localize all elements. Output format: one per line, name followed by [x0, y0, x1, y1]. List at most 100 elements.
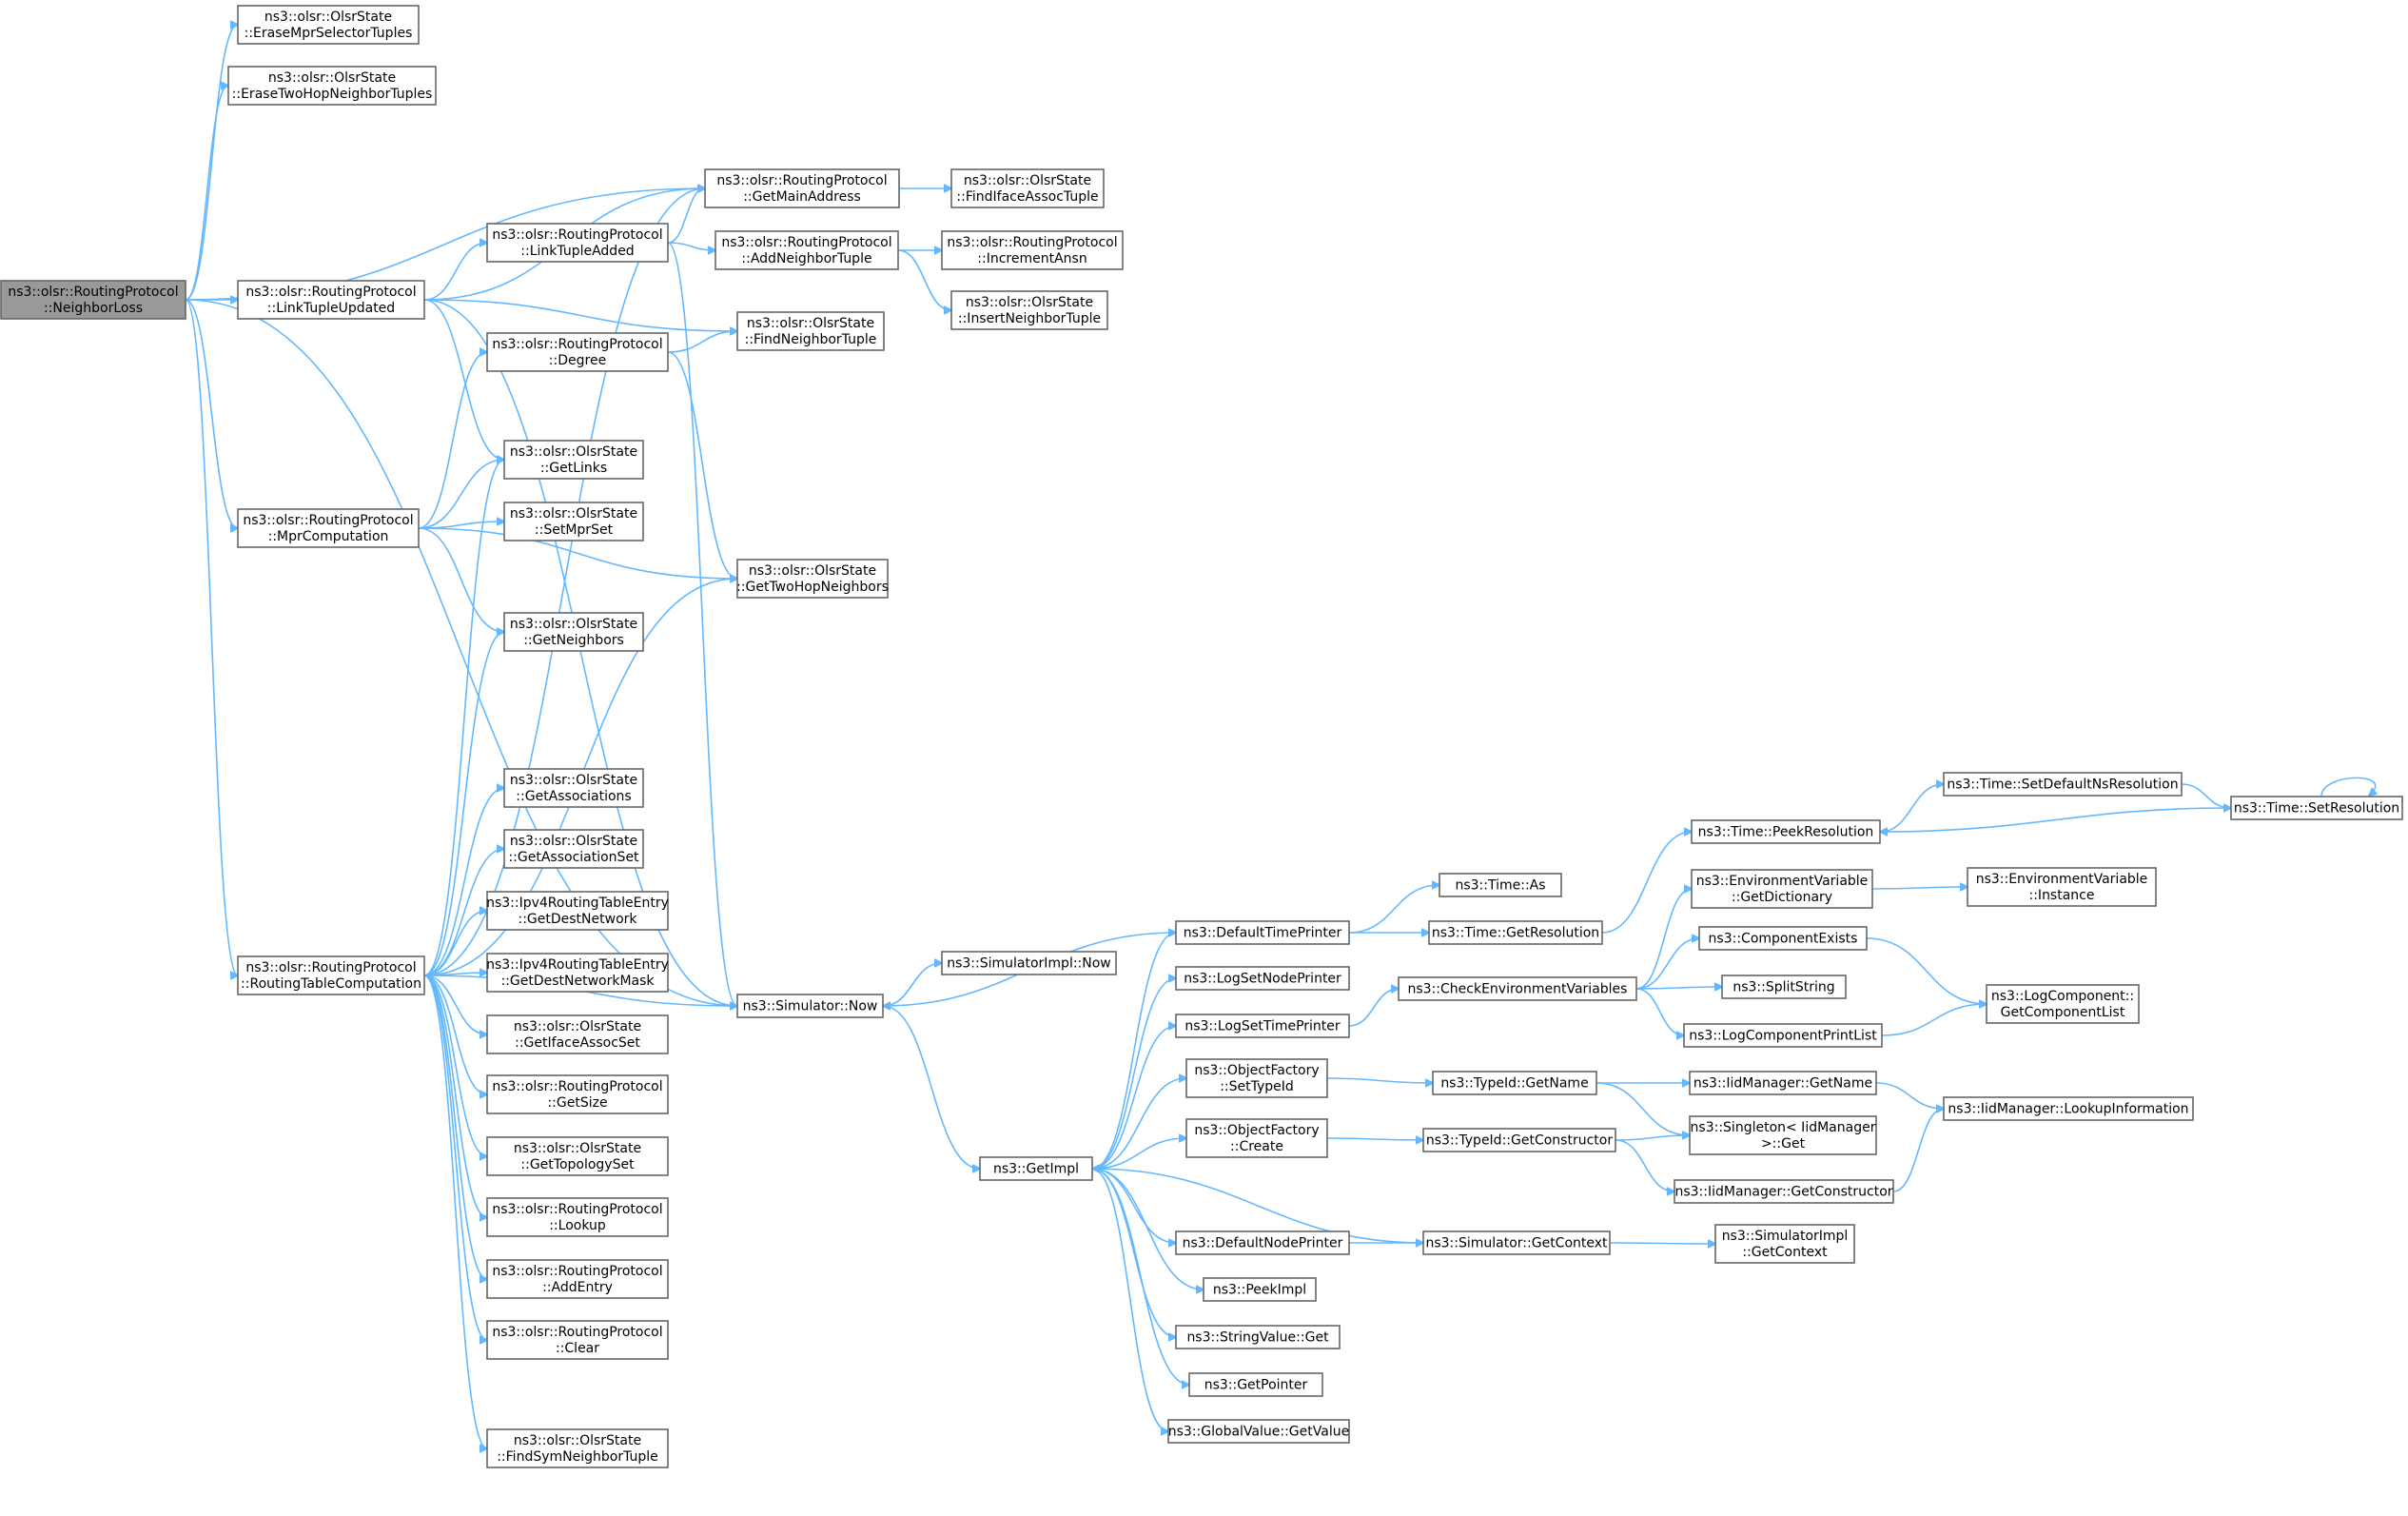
- node-label: ns3::PeekImpl: [1213, 1283, 1306, 1298]
- node-linkUpdated[interactable]: ns3::olsr::RoutingProtocol::LinkTupleUpd…: [237, 280, 425, 320]
- node-getAssoc[interactable]: ns3::olsr::OlsrState::GetAssociations: [503, 768, 644, 808]
- node-addEntry[interactable]: ns3::olsr::RoutingProtocol::AddEntry: [486, 1259, 669, 1299]
- node-timeGetRes[interactable]: ns3::Time::GetResolution: [1428, 920, 1603, 945]
- node-lookup[interactable]: ns3::olsr::RoutingProtocol::Lookup: [486, 1197, 669, 1237]
- node-iidGetName[interactable]: ns3::IidManager::GetName: [1689, 1071, 1877, 1095]
- node-root[interactable]: ns3::olsr::RoutingProtocol::NeighborLoss: [0, 280, 186, 320]
- node-clear[interactable]: ns3::olsr::RoutingProtocol::Clear: [486, 1320, 669, 1360]
- edge-ofCreate-to-tidGetCtor: [1326, 1138, 1423, 1140]
- node-setRes[interactable]: ns3::Time::SetResolution: [2230, 796, 2403, 820]
- node-destMask[interactable]: ns3::Ipv4RoutingTableEntry::GetDestNetwo…: [486, 953, 669, 993]
- node-timeAs[interactable]: ns3::Time::As: [1439, 873, 1562, 897]
- node-simNow[interactable]: ns3::Simulator::Now: [736, 994, 884, 1018]
- node-envDict[interactable]: ns3::EnvironmentVariable::GetDictionary: [1691, 869, 1873, 909]
- node-getNeighbors[interactable]: ns3::olsr::OlsrState::GetNeighbors: [503, 612, 644, 652]
- node-label: ns3::olsr::RoutingProtocol: [716, 173, 887, 188]
- edge-line: [1091, 1168, 1176, 1337]
- node-eraseMpr[interactable]: ns3::olsr::OlsrState::EraseMprSelectorTu…: [237, 5, 420, 45]
- node-linkAdded[interactable]: ns3::olsr::RoutingProtocol::LinkTupleAdd…: [486, 223, 669, 263]
- node-singletonGet[interactable]: ns3::Singleton< IidManager >::Get: [1689, 1115, 1877, 1155]
- node-mprComp[interactable]: ns3::olsr::RoutingProtocol::MprComputati…: [237, 508, 420, 548]
- node-degree[interactable]: ns3::olsr::RoutingProtocol::Degree: [486, 332, 669, 372]
- node-rtComp[interactable]: ns3::olsr::RoutingProtocol::RoutingTable…: [237, 955, 425, 995]
- edge-linkUpdated-to-findNeighbor: [423, 299, 737, 331]
- node-label: ns3::StringValue::Get: [1186, 1330, 1329, 1346]
- edge-line: [1091, 1078, 1186, 1170]
- edge-tidGetCtor-to-singletonGet: [1615, 1135, 1690, 1141]
- node-peekImpl[interactable]: ns3::PeekImpl: [1203, 1277, 1317, 1302]
- node-tidGetName[interactable]: ns3::TypeId::GetName: [1432, 1071, 1597, 1095]
- node-label: ns3::olsr::OlsrState: [264, 10, 392, 25]
- node-label: ns3::olsr::RoutingProtocol: [245, 960, 416, 975]
- node-label: ::SetTypeId: [1220, 1079, 1294, 1094]
- edge-rtComp-to-findSym: [423, 975, 487, 1448]
- edge-linkUpdated-to-linkAdded: [423, 243, 487, 301]
- node-ofSetType[interactable]: ns3::ObjectFactory::SetTypeId: [1185, 1058, 1328, 1098]
- node-mainAddr[interactable]: ns3::olsr::RoutingProtocol::GetMainAddre…: [704, 168, 900, 208]
- node-setMpr[interactable]: ns3::olsr::OlsrState::SetMprSet: [503, 502, 644, 541]
- node-setDefNs[interactable]: ns3::Time::SetDefaultNsResolution: [1943, 772, 2183, 797]
- node-logCompList[interactable]: ns3::LogComponent::GetComponentList: [1986, 984, 2140, 1024]
- node-implNow[interactable]: ns3::SimulatorImpl::Now: [941, 951, 1117, 975]
- node-simGetCtx[interactable]: ns3::Simulator::GetContext: [1422, 1231, 1611, 1255]
- node-label: ns3::olsr::OlsrState: [747, 316, 874, 331]
- node-findNeighbor[interactable]: ns3::olsr::OlsrState::FindNeighborTuple: [736, 311, 885, 351]
- node-logPrintList[interactable]: ns3::LogComponentPrintList: [1683, 1023, 1883, 1048]
- node-ifaceSet[interactable]: ns3::olsr::OlsrState::GetIfaceAssocSet: [486, 1014, 669, 1054]
- edge-line: [1866, 937, 1987, 1004]
- node-checkEnv[interactable]: ns3::CheckEnvironmentVariables: [1398, 976, 1637, 1001]
- node-logSetTime[interactable]: ns3::LogSetTimePrinter: [1175, 1014, 1350, 1038]
- node-incAnsn[interactable]: ns3::olsr::RoutingProtocol::IncrementAns…: [941, 230, 1124, 270]
- node-eraseTwoHop[interactable]: ns3::olsr::OlsrState::EraseTwoHopNeighbo…: [227, 66, 437, 106]
- node-box: [486, 1074, 669, 1114]
- node-iidGetCtor[interactable]: ns3::IidManager::GetConstructor: [1674, 1179, 1894, 1204]
- node-getImpl[interactable]: ns3::GetImpl: [979, 1156, 1093, 1181]
- node-defTimePrinter[interactable]: ns3::DefaultTimePrinter: [1175, 920, 1350, 945]
- node-getLinks[interactable]: ns3::olsr::OlsrState::GetLinks: [503, 440, 644, 480]
- node-topoSet[interactable]: ns3::olsr::OlsrState::GetTopologySet: [486, 1136, 669, 1176]
- node-getAssocSet[interactable]: ns3::olsr::OlsrState::GetAssociationSet: [503, 829, 644, 869]
- node-addNeighbor[interactable]: ns3::olsr::RoutingProtocol::AddNeighborT…: [715, 230, 899, 270]
- edge-linkUpdated-to-getLinks: [423, 299, 504, 460]
- node-getSize[interactable]: ns3::olsr::RoutingProtocol::GetSize: [486, 1074, 669, 1114]
- node-label: ns3::Time::GetResolution: [1432, 926, 1599, 941]
- node-findSym[interactable]: ns3::olsr::OlsrState::FindSymNeighborTup…: [486, 1428, 669, 1468]
- node-label: ns3::olsr::OlsrState: [514, 1019, 641, 1034]
- node-label: ns3::Time::SetDefaultNsResolution: [1947, 778, 2178, 793]
- node-label: ::GetDestNetwork: [518, 912, 637, 927]
- node-label: ns3::olsr::RoutingProtocol: [492, 1325, 662, 1340]
- node-envInst[interactable]: ns3::EnvironmentVariable::Instance: [1967, 867, 2157, 907]
- node-box: [1683, 1023, 1883, 1048]
- node-splitStr[interactable]: ns3::SplitString: [1721, 975, 1847, 999]
- node-box: [1175, 1014, 1350, 1038]
- node-label: ::GetSize: [547, 1095, 607, 1111]
- edge-mprComp-to-setMpr: [418, 522, 504, 529]
- edge-iidGetCtor-to-iidLookup: [1892, 1109, 1944, 1192]
- node-destNet[interactable]: ns3::Ipv4RoutingTableEntry::GetDestNetwo…: [486, 891, 669, 931]
- node-peekRes[interactable]: ns3::Time::PeekResolution: [1691, 819, 1881, 844]
- node-box: [1439, 873, 1562, 897]
- node-compExists[interactable]: ns3::ComponentExists: [1698, 926, 1868, 951]
- edge-linkAdded-to-simNow: [667, 242, 737, 1006]
- node-logSetNode[interactable]: ns3::LogSetNodePrinter: [1175, 966, 1350, 991]
- edge-compExists-to-logCompList: [1866, 937, 1987, 1004]
- node-findIface[interactable]: ns3::olsr::OlsrState::FindIfaceAssocTupl…: [950, 168, 1105, 208]
- node-label: ns3::olsr::RoutingProtocol: [492, 337, 662, 352]
- node-strGet[interactable]: ns3::StringValue::Get: [1175, 1325, 1341, 1349]
- node-label: ns3::olsr::RoutingProtocol: [492, 227, 662, 243]
- node-defNodePrinter[interactable]: ns3::DefaultNodePrinter: [1175, 1231, 1350, 1255]
- edge-timeGetRes-to-peekRes: [1601, 832, 1692, 934]
- node-iidLookup[interactable]: ns3::IidManager::LookupInformation: [1943, 1096, 2194, 1121]
- node-ofCreate[interactable]: ns3::ObjectFactory::Create: [1185, 1118, 1328, 1158]
- node-tidGetCtor[interactable]: ns3::TypeId::GetConstructor: [1422, 1128, 1616, 1152]
- node-implGetCtx[interactable]: ns3::SimulatorImpl::GetContext: [1714, 1224, 1855, 1264]
- node-insertNeighbor[interactable]: ns3::olsr::OlsrState::InsertNeighborTupl…: [950, 290, 1108, 330]
- node-getPointer[interactable]: ns3::GetPointer: [1188, 1372, 1323, 1397]
- node-gvGet[interactable]: ns3::GlobalValue::GetValue: [1167, 1419, 1350, 1444]
- edge-rtComp-to-getNeighbors: [423, 632, 504, 976]
- node-box: [1674, 1179, 1894, 1204]
- node-twoHop[interactable]: ns3::olsr::OlsrState::GetTwoHopNeighbors: [736, 559, 889, 599]
- node-label: ::GetTopologySet: [520, 1157, 635, 1172]
- edge-iidGetName-to-iidLookup: [1875, 1082, 1944, 1109]
- edge-rtComp-to-getSize: [423, 975, 487, 1094]
